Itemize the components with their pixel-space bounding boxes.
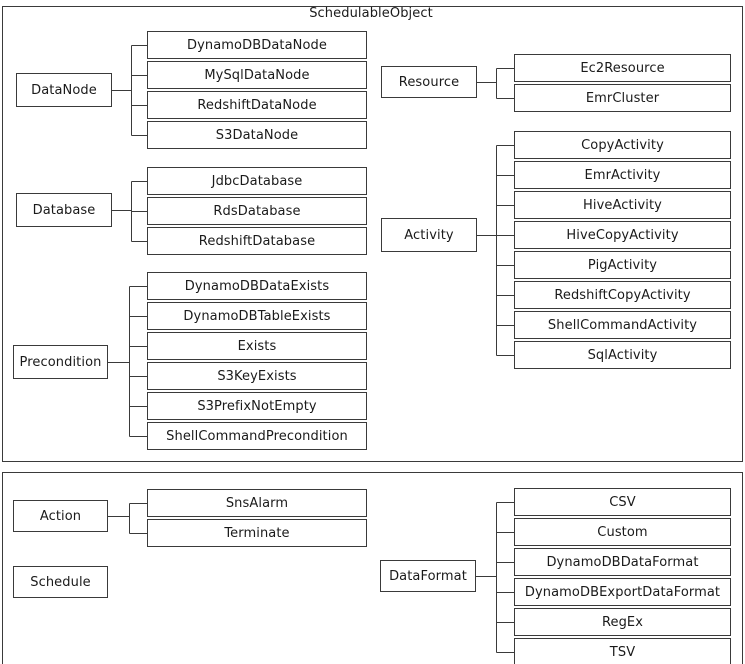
dataformat-child-node[interactable]: DynamoDBExportDataFormat [514, 578, 731, 606]
activity-child-node[interactable]: PigActivity [514, 251, 731, 279]
non-schedulable-panel [2, 472, 743, 664]
precondition-parent-node[interactable]: Precondition [13, 345, 108, 379]
datanode-child-node[interactable]: RedshiftDataNode [147, 91, 367, 119]
database-child-node[interactable]: RdsDatabase [147, 197, 367, 225]
precondition-child-node[interactable]: S3KeyExists [147, 362, 367, 390]
precondition-child-node[interactable]: ShellCommandPrecondition [147, 422, 367, 450]
database-child-node[interactable]: RedshiftDatabase [147, 227, 367, 255]
precondition-child-node[interactable]: S3PrefixNotEmpty [147, 392, 367, 420]
precondition-child-node[interactable]: DynamoDBDataExists [147, 272, 367, 300]
schedulable-object-panel [2, 6, 743, 462]
resource-child-node[interactable]: Ec2Resource [514, 54, 731, 82]
activity-child-node[interactable]: RedshiftCopyActivity [514, 281, 731, 309]
dataformat-parent-node[interactable]: DataFormat [380, 560, 476, 592]
resource-parent-node[interactable]: Resource [381, 66, 477, 98]
database-parent-node[interactable]: Database [16, 193, 112, 227]
action-child-node[interactable]: SnsAlarm [147, 489, 367, 517]
action-parent-node[interactable]: Action [13, 500, 108, 532]
activity-child-node[interactable]: CopyActivity [514, 131, 731, 159]
activity-child-node[interactable]: EmrActivity [514, 161, 731, 189]
activity-parent-node[interactable]: Activity [381, 218, 477, 252]
dataformat-child-node[interactable]: RegEx [514, 608, 731, 636]
dataformat-child-node[interactable]: TSV [514, 638, 731, 664]
resource-child-node[interactable]: EmrCluster [514, 84, 731, 112]
datanode-child-node[interactable]: DynamoDBDataNode [147, 31, 367, 59]
precondition-child-node[interactable]: DynamoDBTableExists [147, 302, 367, 330]
activity-child-node[interactable]: ShellCommandActivity [514, 311, 731, 339]
database-child-node[interactable]: JdbcDatabase [147, 167, 367, 195]
schedule-node[interactable]: Schedule [13, 566, 108, 598]
action-child-node[interactable]: Terminate [147, 519, 367, 547]
panel-title: SchedulableObject [309, 6, 433, 21]
dataformat-child-node[interactable]: DynamoDBDataFormat [514, 548, 731, 576]
precondition-child-node[interactable]: Exists [147, 332, 367, 360]
activity-child-node[interactable]: HiveActivity [514, 191, 731, 219]
datanode-child-node[interactable]: MySqlDataNode [147, 61, 367, 89]
activity-child-node[interactable]: HiveCopyActivity [514, 221, 731, 249]
dataformat-child-node[interactable]: CSV [514, 488, 731, 516]
datanode-parent-node[interactable]: DataNode [16, 73, 112, 107]
activity-child-node[interactable]: SqlActivity [514, 341, 731, 369]
dataformat-child-node[interactable]: Custom [514, 518, 731, 546]
datanode-child-node[interactable]: S3DataNode [147, 121, 367, 149]
